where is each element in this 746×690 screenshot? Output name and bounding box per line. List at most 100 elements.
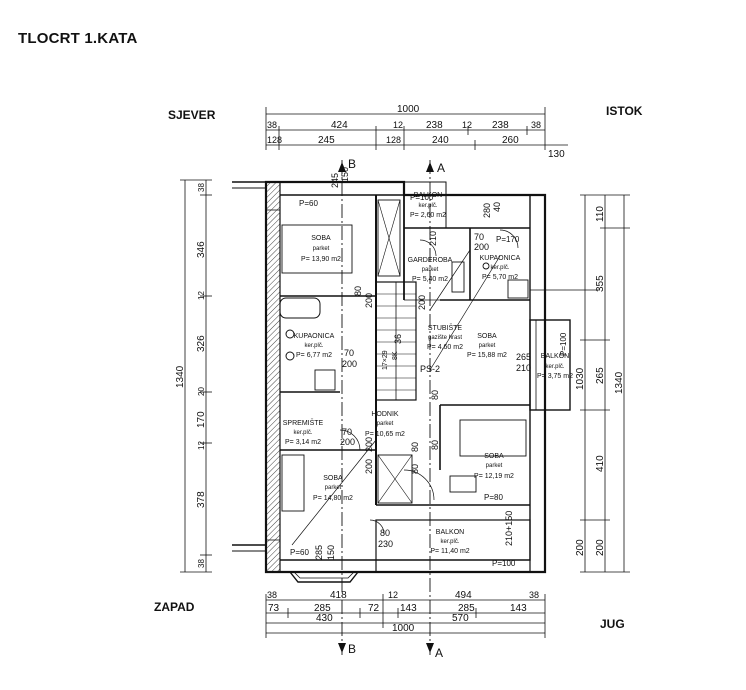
dim-inner: 280: [482, 203, 492, 218]
dim-inner: 200: [340, 437, 355, 447]
dim-top: 130: [548, 149, 565, 160]
dim-inner: 200: [417, 295, 427, 310]
direction-east: ISTOK: [606, 104, 643, 118]
section-mark-b-bottom: B: [348, 642, 356, 656]
dim-right-total: 1340: [614, 371, 625, 394]
svg-text:P= 10,65 m2: P= 10,65 m2: [365, 431, 405, 438]
dim-right: 110: [595, 206, 606, 222]
dim-inner: 80: [410, 442, 420, 452]
room-label-soba-east: SOBA parket P= 15,88 m2: [467, 333, 507, 359]
svg-text:ker.plč.: ker.plč.: [293, 430, 312, 436]
dim-left: 346: [196, 241, 207, 258]
svg-text:BALKON: BALKON: [436, 529, 464, 536]
room-label-soba-north: SOBA parket P= 13,90 m2: [301, 235, 341, 263]
dim-right: 1030: [575, 367, 586, 390]
window-label: P=170: [496, 235, 520, 244]
dim-inner: 200: [474, 242, 489, 252]
dim-top: 238: [426, 120, 443, 131]
dim-inner: 230: [378, 539, 393, 549]
dim-inner: 200: [364, 459, 374, 474]
dim-bottom: 38: [529, 590, 539, 600]
svg-text:KUPAONICA: KUPAONICA: [480, 255, 521, 262]
dim-left: 38: [197, 559, 206, 568]
dim-inner: 265: [516, 352, 531, 362]
dim-bottom: 285: [458, 603, 475, 614]
dim-inner: 70: [344, 348, 354, 358]
svg-text:parket: parket: [479, 343, 496, 349]
svg-text:BALKON: BALKON: [541, 353, 569, 360]
dim-inner: 245: [330, 173, 340, 188]
dim-bottom: 72: [368, 603, 380, 614]
svg-text:ker.plč.: ker.plč.: [490, 265, 509, 271]
svg-text:SOBA: SOBA: [311, 235, 331, 242]
dim-bottom: 285: [314, 603, 331, 614]
dim-top: 128: [267, 135, 282, 145]
section-mark-b-top: B: [348, 157, 356, 171]
dim-bottom: 143: [400, 603, 417, 614]
dim-left: 378: [196, 491, 207, 508]
section-arrows: [338, 162, 434, 653]
dim-top: 260: [502, 135, 519, 146]
dim-top: 238: [492, 120, 509, 131]
dim-inner: 80: [353, 286, 363, 296]
svg-text:P= 3,75 m2: P= 3,75 m2: [537, 373, 573, 380]
room-label-soba-southwest: SOBA parket P= 14,80 m2: [313, 475, 353, 502]
dim-inner: 150: [340, 167, 350, 182]
dim-top: 12: [462, 120, 472, 130]
svg-text:P= 12,19 m2: P= 12,19 m2: [474, 473, 514, 480]
dim-top: 38: [267, 120, 277, 130]
section-lines: [341, 160, 431, 655]
dim-inner-stair: 8K: [392, 351, 399, 360]
window-label: P=60: [299, 199, 318, 208]
dim-top-total: 1000: [397, 104, 420, 115]
svg-text:SOBA: SOBA: [323, 475, 343, 482]
dim-bottom: 143: [510, 603, 527, 614]
svg-text:parket: parket: [325, 485, 342, 491]
dim-right: 265: [595, 367, 606, 384]
dim-inner: 80: [430, 390, 440, 400]
svg-text:P= 15,88 m2: P= 15,88 m2: [467, 352, 507, 359]
window-label: P=100: [559, 332, 568, 356]
svg-text:P= 3,14 m2: P= 3,14 m2: [285, 439, 321, 446]
dim-right: 200: [595, 539, 606, 556]
svg-text:ker.plč.: ker.plč.: [440, 539, 459, 545]
dim-left: 326: [196, 335, 207, 352]
building-walls: [232, 180, 600, 583]
dim-bottom: 570: [452, 613, 469, 624]
room-label-kupaonica-west: KUPAONICA ker.plč. P= 6,77 m2: [294, 333, 335, 359]
direction-north: SJEVER: [168, 108, 216, 122]
svg-text:P= 14,80 m2: P= 14,80 m2: [313, 495, 353, 502]
svg-text:parket: parket: [377, 421, 394, 427]
dim-inner-stair: 17×29: [382, 350, 389, 370]
dim-top: 424: [331, 120, 348, 131]
dim-inner: 285: [314, 545, 324, 560]
room-label-spremiste: SPREMIŠTE ker.plč. P= 3,14 m2: [283, 418, 324, 446]
dim-inner: 200: [342, 359, 357, 369]
room-label-kupaonica-east: KUPAONICA ker.plč. P= 5,70 m2: [480, 255, 521, 281]
svg-text:SOBA: SOBA: [484, 453, 504, 460]
dim-left: 12: [197, 291, 206, 300]
dim-inner: 70: [342, 427, 352, 437]
dim-top: 128: [386, 135, 401, 145]
svg-text:ker.plč.: ker.plč.: [304, 343, 323, 349]
dim-left: 12: [197, 441, 206, 450]
direction-south: JUG: [600, 617, 625, 631]
dim-inner: 210: [516, 363, 531, 373]
svg-text:P= 11,40 m2: P= 11,40 m2: [430, 548, 469, 555]
room-label-balkon-east: BALKON ker.plč. P= 3,75 m2: [537, 353, 573, 380]
svg-text:parket: parket: [422, 267, 439, 273]
svg-text:P= 2,60 m2: P= 2,60 m2: [410, 212, 446, 219]
svg-text:parket: parket: [486, 463, 503, 469]
window-label: P=100: [492, 559, 516, 568]
svg-text:P= 5,40 m2: P= 5,40 m2: [412, 276, 448, 283]
dim-bottom: 73: [268, 603, 280, 614]
dim-inner: 150: [326, 545, 336, 560]
room-label-balkon-south: BALKON ker.plč. P= 11,40 m2: [430, 529, 469, 555]
room-label-soba-southeast: SOBA parket P= 12,19 m2: [474, 453, 514, 480]
dim-bottom: 12: [388, 590, 398, 600]
svg-text:SOBA: SOBA: [477, 333, 497, 340]
dim-bottom: 418: [330, 590, 347, 601]
dimension-lines: [180, 107, 630, 638]
svg-text:BALKON: BALKON: [414, 192, 442, 199]
dim-right: 200: [575, 539, 586, 556]
